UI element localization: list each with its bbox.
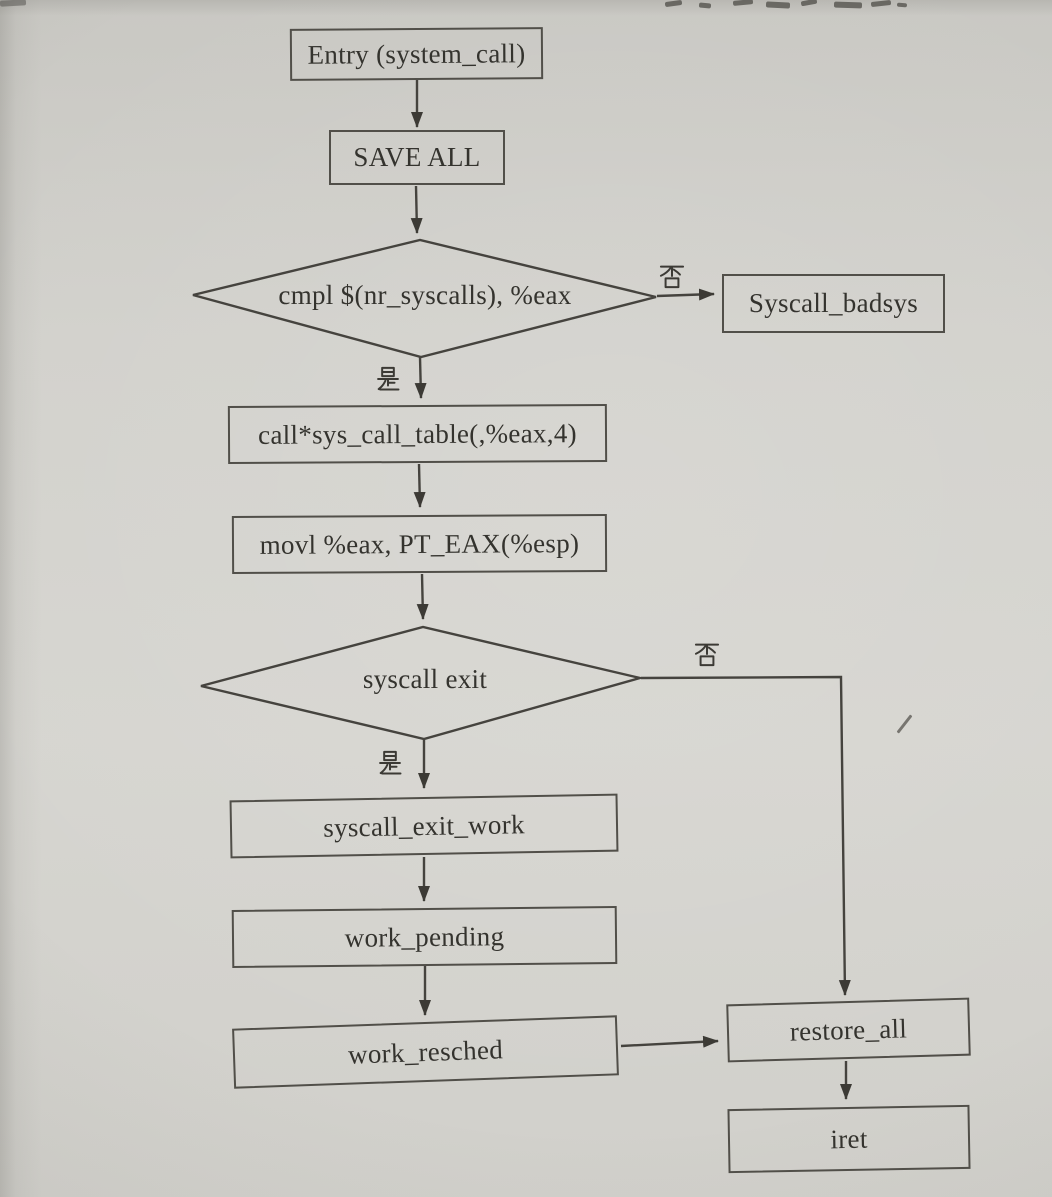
node-movl-eax: movl %eax, PT_EAX(%esp) [231, 514, 608, 574]
edge-label-no-exit-check [693, 640, 721, 668]
node-save-all-label: SAVE ALL [353, 142, 481, 172]
node-movl-eax-label: movl %eax, PT_EAX(%esp) [259, 527, 580, 560]
edge-nrcheck-badsys [656, 288, 715, 301]
scratch-mark [896, 714, 913, 734]
node-restore-all-label: restore_all [789, 1012, 908, 1047]
edge-exitcheck-restoreall [640, 675, 851, 996]
edge-label-yes-exit-check [376, 749, 404, 777]
node-entry-label: Entry (system_call) [307, 37, 526, 70]
edge-nrcheck-calltable [414, 356, 427, 399]
node-entry: Entry (system_call) [289, 27, 544, 81]
edge-calltable-movl [413, 463, 426, 508]
node-save-all: SAVE ALL [329, 130, 505, 185]
node-work-resched-label: work_resched [347, 1033, 504, 1070]
decision-exit-check-label: syscall exit [362, 664, 488, 694]
node-syscall-badsys-label: Syscall_badsys [748, 288, 919, 318]
node-work-pending: work_pending [231, 905, 618, 969]
node-syscall-exit-work: syscall_exit_work [229, 793, 619, 859]
node-syscall-badsys: Syscall_badsys [722, 274, 945, 333]
node-iret-label: iret [830, 1123, 868, 1154]
node-work-resched: work_resched [232, 1015, 619, 1089]
node-iret: iret [727, 1104, 971, 1174]
edge-workresched-restoreall [620, 1035, 719, 1048]
node-work-pending-label: work_pending [344, 920, 505, 953]
edge-saveall-nrcheck [410, 185, 423, 234]
node-syscall-exit-work-label: syscall_exit_work [322, 808, 526, 843]
node-call-table: call*sys_call_table(,%eax,4) [227, 404, 608, 464]
edge-label-no-nr-check [658, 262, 686, 290]
decision-nr-check-label: cmpl $(nr_syscalls), %eax [278, 280, 572, 310]
node-call-table-label: call*sys_call_table(,%eax,4) [258, 417, 577, 450]
node-restore-all: restore_all [726, 997, 971, 1063]
edge-label-yes-nr-check [374, 365, 402, 393]
edge-movl-exitcheck [416, 573, 429, 620]
